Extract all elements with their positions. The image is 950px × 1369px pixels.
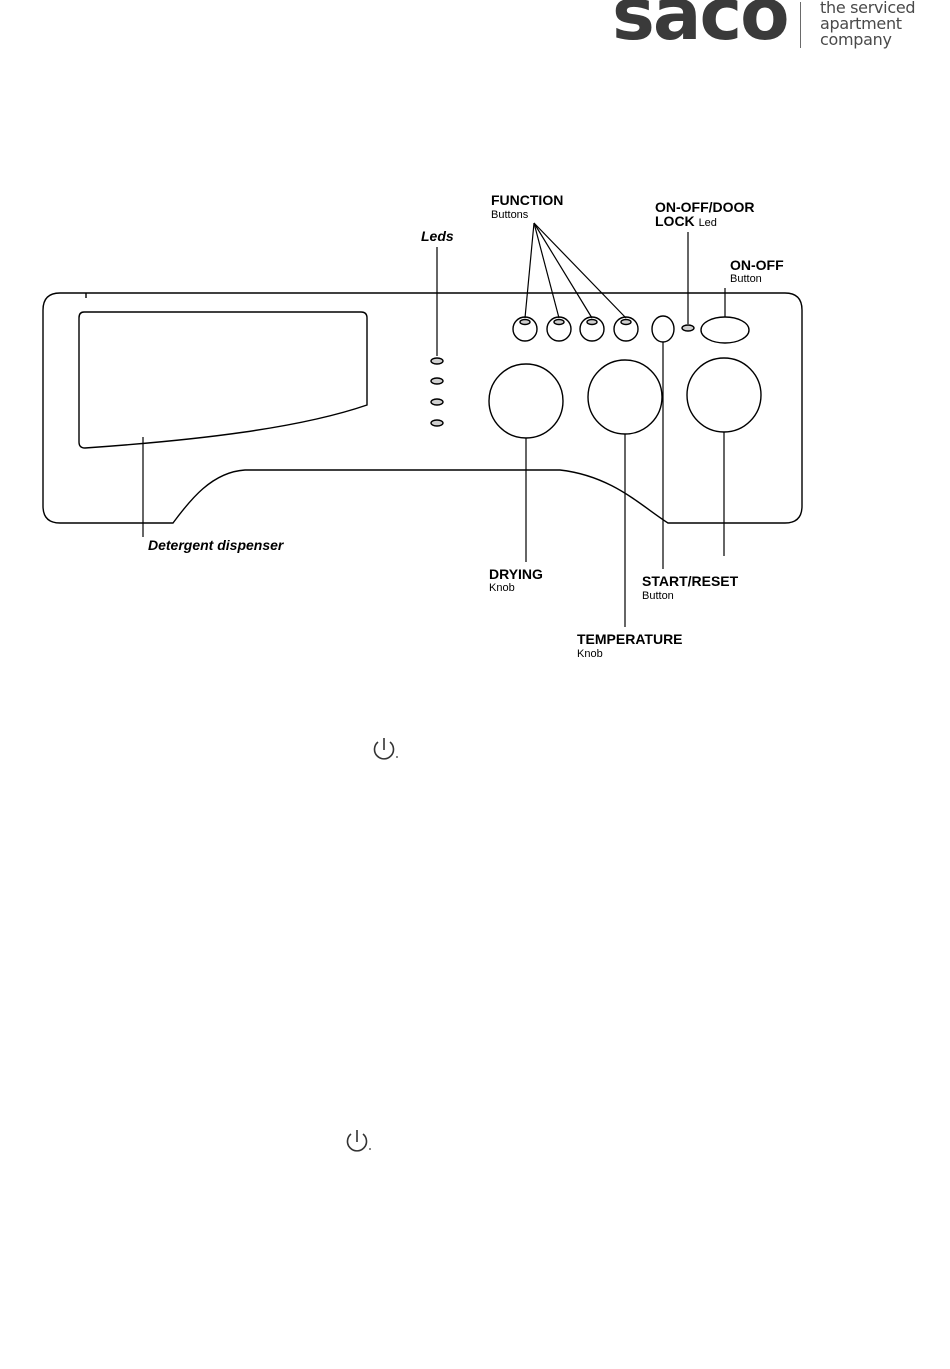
program-knob [687,358,761,432]
door-lock-led-label-line2: LOCK Led [655,214,717,231]
on-off-button [701,317,749,343]
temperature-knob [588,360,662,434]
detergent-dispenser-drawer [79,312,367,448]
detergent-dispenser-label: Detergent dispenser [148,538,283,553]
door-lock-led-sublabel: Led [699,217,717,229]
start-reset-button [652,316,674,342]
leds-label: Leds [421,229,454,244]
start-reset-sublabel: Button [642,590,674,602]
temperature-knob-label: TEMPERATURE [577,632,683,647]
led-indicator [431,399,443,405]
led-indicator [431,420,443,426]
start-reset-label: START/RESET [642,574,738,589]
function-button [547,317,571,341]
function-button [580,317,604,341]
function-button [513,317,537,341]
drying-knob [489,364,563,438]
power-icon [370,737,400,763]
led-indicator [431,378,443,384]
led-indicator [431,358,443,364]
on-off-button-sublabel: Button [730,273,762,285]
door-lock-led [682,325,694,331]
temperature-knob-sublabel: Knob [577,648,603,660]
function-buttons-label: FUNCTION [491,193,563,208]
on-off-button-label: ON-OFF [730,258,784,273]
control-panel-diagram [0,0,950,700]
door-lock-led-label-lock: LOCK [655,213,695,229]
function-button [614,317,638,341]
drying-knob-label: DRYING [489,567,543,582]
drying-knob-sublabel: Knob [489,582,515,594]
function-buttons-sublabel: Buttons [491,209,528,221]
power-icon [343,1129,373,1155]
